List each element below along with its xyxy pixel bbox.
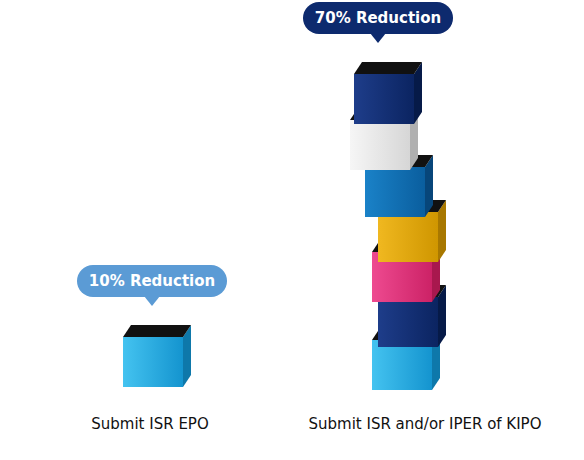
cube-front xyxy=(354,74,414,124)
caption-label: Submit ISR EPO xyxy=(91,415,208,433)
callout-bubble: 10% Reduction xyxy=(77,265,227,297)
callout-pointer-shape xyxy=(370,33,386,43)
cube-top xyxy=(123,325,191,337)
caption-label: Submit ISR and/or IPER of KIPO xyxy=(309,415,542,433)
cube-front xyxy=(350,120,410,170)
callout-bubble: 70% Reduction xyxy=(303,2,453,34)
cube-front xyxy=(372,340,432,390)
cube-front xyxy=(378,212,438,262)
cube xyxy=(354,62,422,124)
cube-front xyxy=(365,167,425,217)
callout-pointer xyxy=(144,296,160,306)
callout-pointer xyxy=(370,33,386,43)
cube xyxy=(123,325,191,387)
cube-front xyxy=(378,297,438,347)
callout-text: 70% Reduction xyxy=(315,9,441,27)
callout-pointer-shape xyxy=(144,296,160,306)
callout-text: 10% Reduction xyxy=(89,272,215,290)
cube-top xyxy=(354,62,422,74)
cube-front xyxy=(123,337,183,387)
